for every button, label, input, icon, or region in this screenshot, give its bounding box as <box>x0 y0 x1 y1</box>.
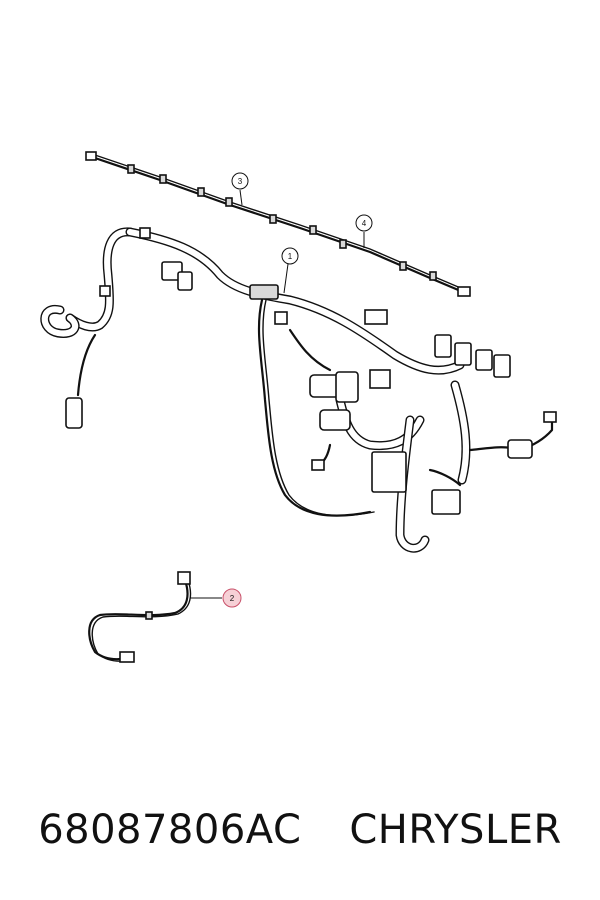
sensor-connector <box>177 571 191 585</box>
part-caption: 68087806AC CHRYSLER <box>0 800 600 860</box>
harness-end-connector <box>85 151 97 161</box>
callout-label: 1 <box>288 252 293 261</box>
connectors <box>99 227 557 515</box>
main-harness <box>40 227 557 553</box>
callout-4[interactable]: 4 <box>355 214 373 232</box>
sensor-plug <box>119 651 135 663</box>
callout-1[interactable]: 1 <box>281 247 299 265</box>
callout-label: 2 <box>230 594 235 603</box>
brand-name: CHRYSLER <box>349 807 562 853</box>
callout-2[interactable]: 2 <box>222 588 242 608</box>
sensor-plug <box>65 397 83 429</box>
upper-harness <box>85 151 471 297</box>
callout-3[interactable]: 3 <box>231 172 249 190</box>
sensor-wire <box>88 571 192 663</box>
part-number: 68087806AC <box>38 807 302 853</box>
harness-clips <box>127 164 437 281</box>
callout-label: 3 <box>238 177 243 186</box>
harness-end-connector <box>457 286 471 297</box>
callout-label: 4 <box>362 219 367 228</box>
wiring-harness-diagram: 1 2 3 4 <box>40 151 557 663</box>
